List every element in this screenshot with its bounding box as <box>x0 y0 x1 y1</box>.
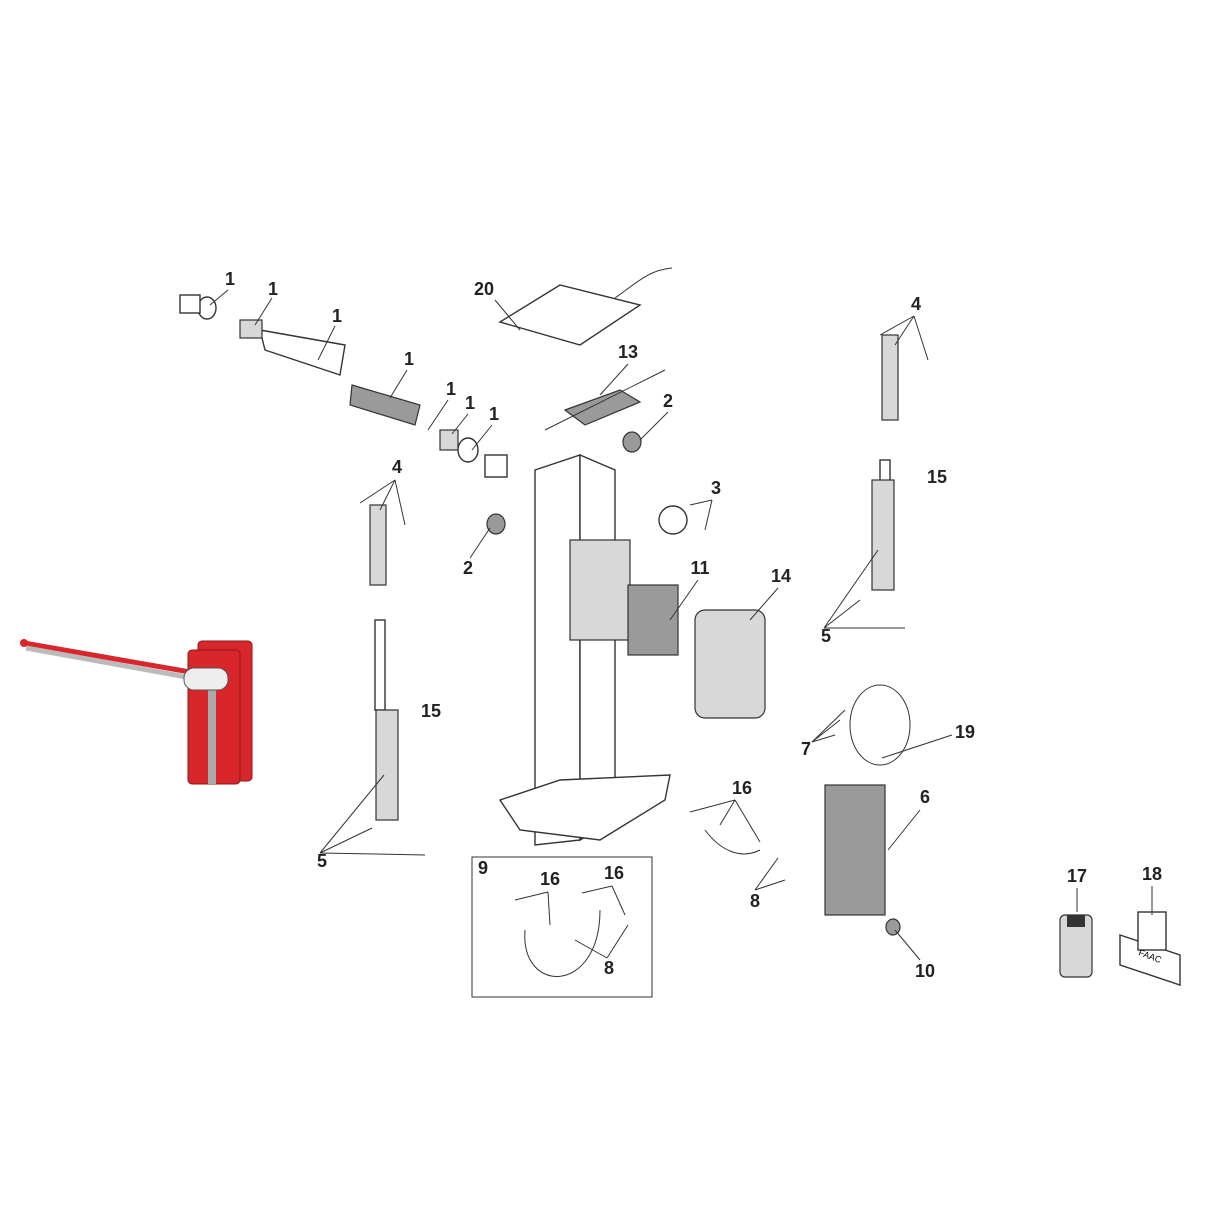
callout-labels: 1 1 1 1 1 1 1 20 13 2 2 3 4 4 15 11 14 5… <box>225 269 1162 981</box>
callout: 11 <box>690 558 709 578</box>
callout: 16 <box>540 869 560 889</box>
callout: 16 <box>604 863 624 883</box>
parts: FAAC <box>179 267 1181 986</box>
callout: 19 <box>955 722 975 742</box>
callout: 1 <box>404 349 414 369</box>
callout: 20 <box>474 279 494 299</box>
callout: 6 <box>920 787 930 807</box>
callout: 4 <box>911 294 921 314</box>
detail-box-9 <box>471 856 653 998</box>
callout: 9 <box>478 858 488 878</box>
callout: 1 <box>446 379 456 399</box>
callout: 1 <box>465 393 475 413</box>
callout: 8 <box>604 958 614 978</box>
callout: 2 <box>663 391 673 411</box>
callout: 10 <box>915 961 935 981</box>
callout: 2 <box>463 558 473 578</box>
callout: 8 <box>750 891 760 911</box>
callout: 5 <box>317 851 327 871</box>
callout: 3 <box>711 478 721 498</box>
callout: 17 <box>1067 866 1087 886</box>
callout: 1 <box>332 306 342 326</box>
leader-lines <box>209 289 1153 961</box>
callout: 16 <box>732 778 752 798</box>
callout: 1 <box>225 269 235 289</box>
callout: 5 <box>821 626 831 646</box>
callout: 7 <box>801 739 811 759</box>
callout: 13 <box>618 342 638 362</box>
callout: 15 <box>927 467 947 487</box>
callout: 4 <box>392 457 402 477</box>
callout: 18 <box>1142 864 1162 884</box>
cabinet-frame <box>498 453 679 846</box>
callout: 14 <box>771 566 791 586</box>
callout: 1 <box>489 404 499 424</box>
callout: 15 <box>421 701 441 721</box>
barrier-illustration <box>20 639 253 785</box>
callout: 1 <box>268 279 278 299</box>
